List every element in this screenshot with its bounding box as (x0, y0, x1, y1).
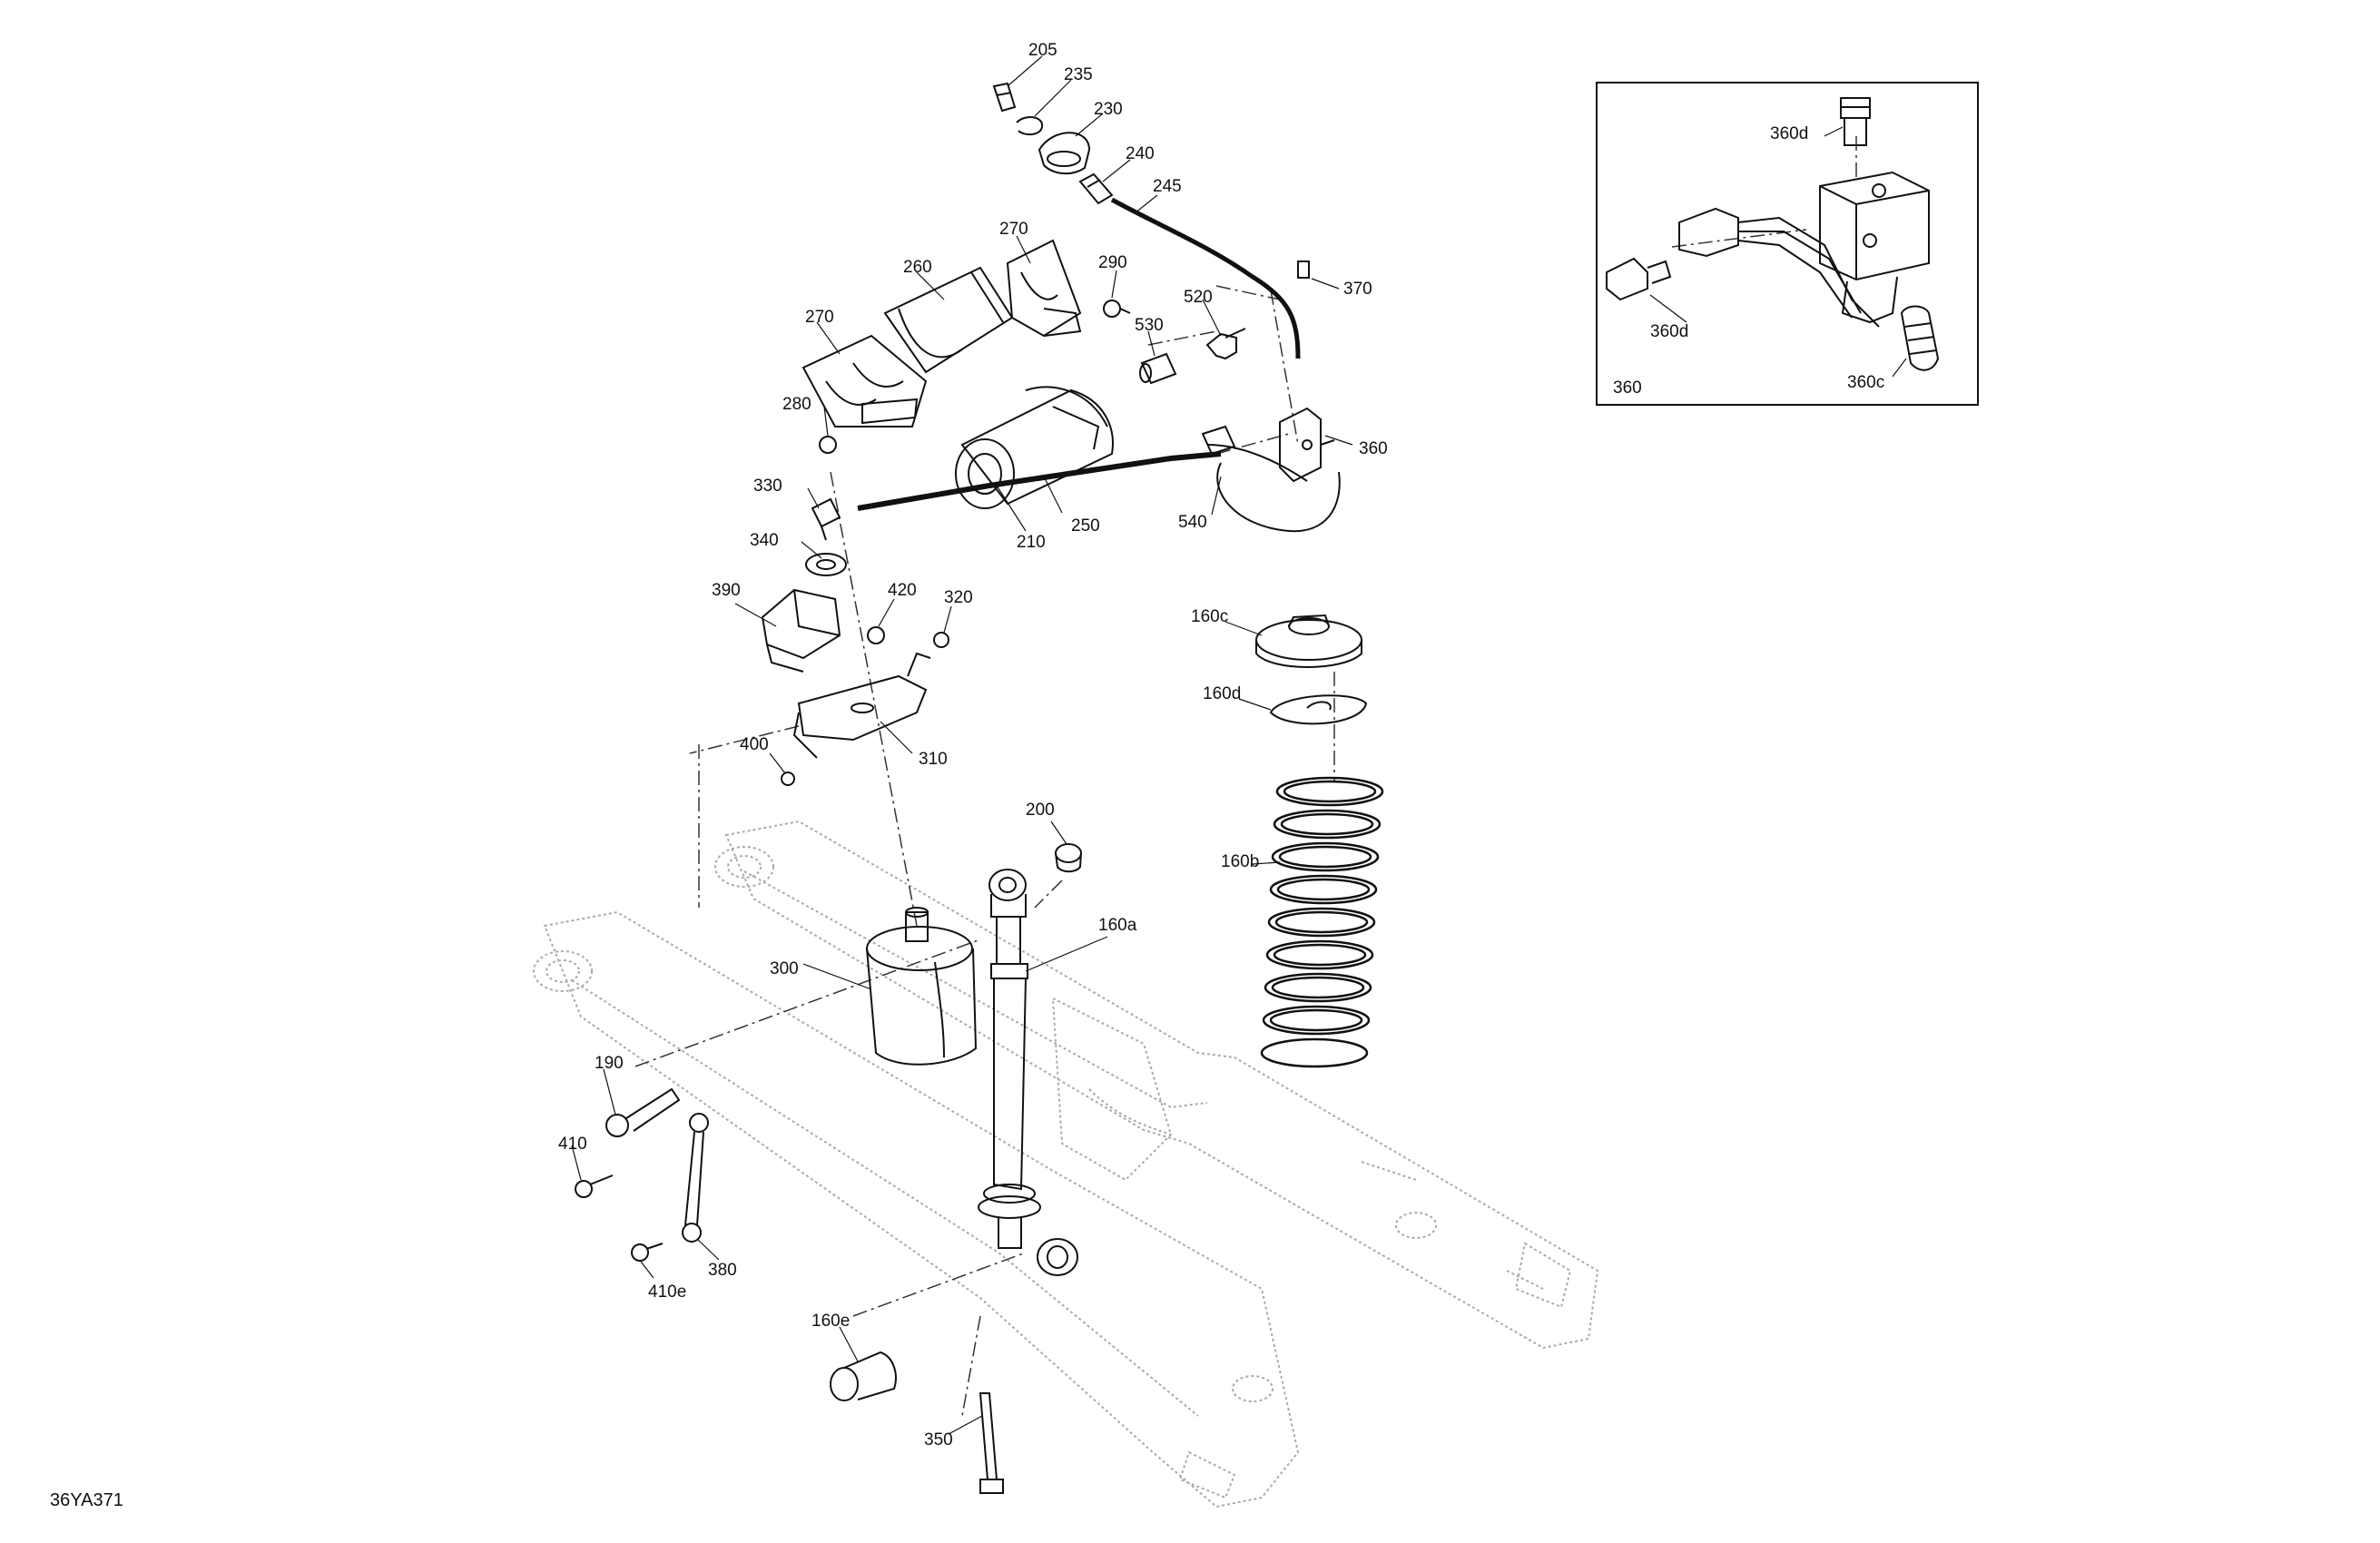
inset-callout-360: 360 (1613, 378, 1642, 398)
part-270-bracket-right (1006, 239, 1082, 338)
callout-380: 380 (708, 1261, 737, 1280)
callout-240: 240 (1126, 144, 1155, 163)
callout-290: 290 (1098, 253, 1127, 272)
callout-270-right: 270 (999, 220, 1028, 239)
callout-270-left: 270 (805, 308, 834, 327)
callout-360: 360 (1359, 439, 1388, 458)
callout-210: 210 (1017, 533, 1046, 552)
part-380-link (682, 1113, 709, 1243)
inset-callout-360d-top: 360d (1770, 124, 1809, 143)
drawing-reference: 36YA371 (50, 1490, 123, 1510)
callout-340: 340 (750, 531, 779, 550)
part-160c-cup (1255, 614, 1362, 668)
callout-245: 245 (1153, 177, 1182, 196)
inset-leader-lines (1649, 126, 1907, 378)
inset-artwork (1606, 97, 1940, 371)
callout-330: 330 (753, 477, 782, 496)
callout-520: 520 (1184, 288, 1213, 307)
part-310-plate (792, 652, 931, 759)
part-400-bolt (781, 772, 795, 786)
part-210-compressor (955, 386, 1114, 509)
callout-160d: 160d (1203, 684, 1242, 703)
part-270-bracket-left (802, 334, 928, 428)
part-410e-bolt (631, 1243, 664, 1262)
part-330-fitting (811, 497, 841, 541)
part-250-hose (857, 451, 1222, 511)
part-370-fitting (1297, 260, 1310, 279)
part-160d-spacer (1269, 694, 1368, 725)
callout-410e: 410e (648, 1283, 687, 1302)
inset-harness (1678, 207, 1880, 328)
callout-310: 310 (919, 750, 948, 769)
part-290-bolt (1103, 300, 1131, 318)
part-235-clip (1016, 116, 1044, 136)
callout-530: 530 (1135, 316, 1164, 335)
part-520-elbow (1205, 328, 1246, 360)
callout-160c: 160c (1191, 607, 1229, 626)
part-230-cap (1038, 132, 1091, 175)
callout-190: 190 (595, 1054, 624, 1073)
callout-160b: 160b (1221, 852, 1260, 871)
part-540-harness (1201, 425, 1341, 533)
part-245-hose (1110, 197, 1301, 359)
part-360-valve (1279, 407, 1335, 483)
part-200-bushing (1055, 843, 1082, 873)
part-280-nut (819, 436, 837, 454)
part-390-sensor (761, 588, 841, 673)
callout-370: 370 (1343, 280, 1372, 299)
leader-lines (571, 55, 1353, 1435)
part-160a-shock (978, 869, 1078, 1276)
part-190-bolt (605, 1087, 681, 1137)
callout-540: 540 (1178, 513, 1207, 532)
inset-part-360c-elbow (1900, 305, 1940, 371)
callout-260: 260 (903, 258, 932, 277)
inset-callout-360d-side: 360d (1650, 322, 1689, 341)
detail-inset-box (1596, 82, 1979, 406)
inset-part-360d-fitting (1606, 257, 1672, 301)
part-205-fitting (992, 82, 1017, 113)
inset-part-360-valve-block (1819, 171, 1930, 324)
callout-410: 410 (558, 1135, 587, 1154)
callout-420: 420 (888, 581, 917, 600)
swing-arm-frame (533, 820, 1599, 1509)
callout-160e: 160e (811, 1312, 851, 1331)
callout-280: 280 (782, 395, 811, 414)
callout-300: 300 (770, 959, 799, 978)
callout-390: 390 (712, 581, 741, 600)
inset-callout-360c: 360c (1847, 373, 1885, 392)
callout-160a: 160a (1098, 916, 1137, 935)
part-160b-spring (1260, 776, 1384, 1068)
callout-320: 320 (944, 588, 973, 607)
part-350-bolt (979, 1392, 1004, 1494)
part-240-fitting (1078, 172, 1114, 205)
part-160e-bushing (830, 1351, 897, 1401)
part-260-shield (883, 266, 1014, 374)
part-340-washer (805, 553, 847, 576)
callout-250: 250 (1071, 516, 1100, 536)
inset-part-360d-top (1840, 97, 1871, 146)
part-300-airbag (866, 907, 978, 1066)
part-320-nut (933, 632, 949, 648)
callout-230: 230 (1094, 100, 1123, 119)
callout-350: 350 (924, 1430, 953, 1450)
callout-200: 200 (1026, 801, 1055, 820)
part-420-nut (867, 626, 885, 644)
part-410-bolt (575, 1174, 614, 1198)
callout-205: 205 (1028, 41, 1057, 60)
callout-400: 400 (740, 735, 769, 754)
callout-235: 235 (1064, 65, 1093, 84)
part-530-connector (1139, 352, 1177, 385)
